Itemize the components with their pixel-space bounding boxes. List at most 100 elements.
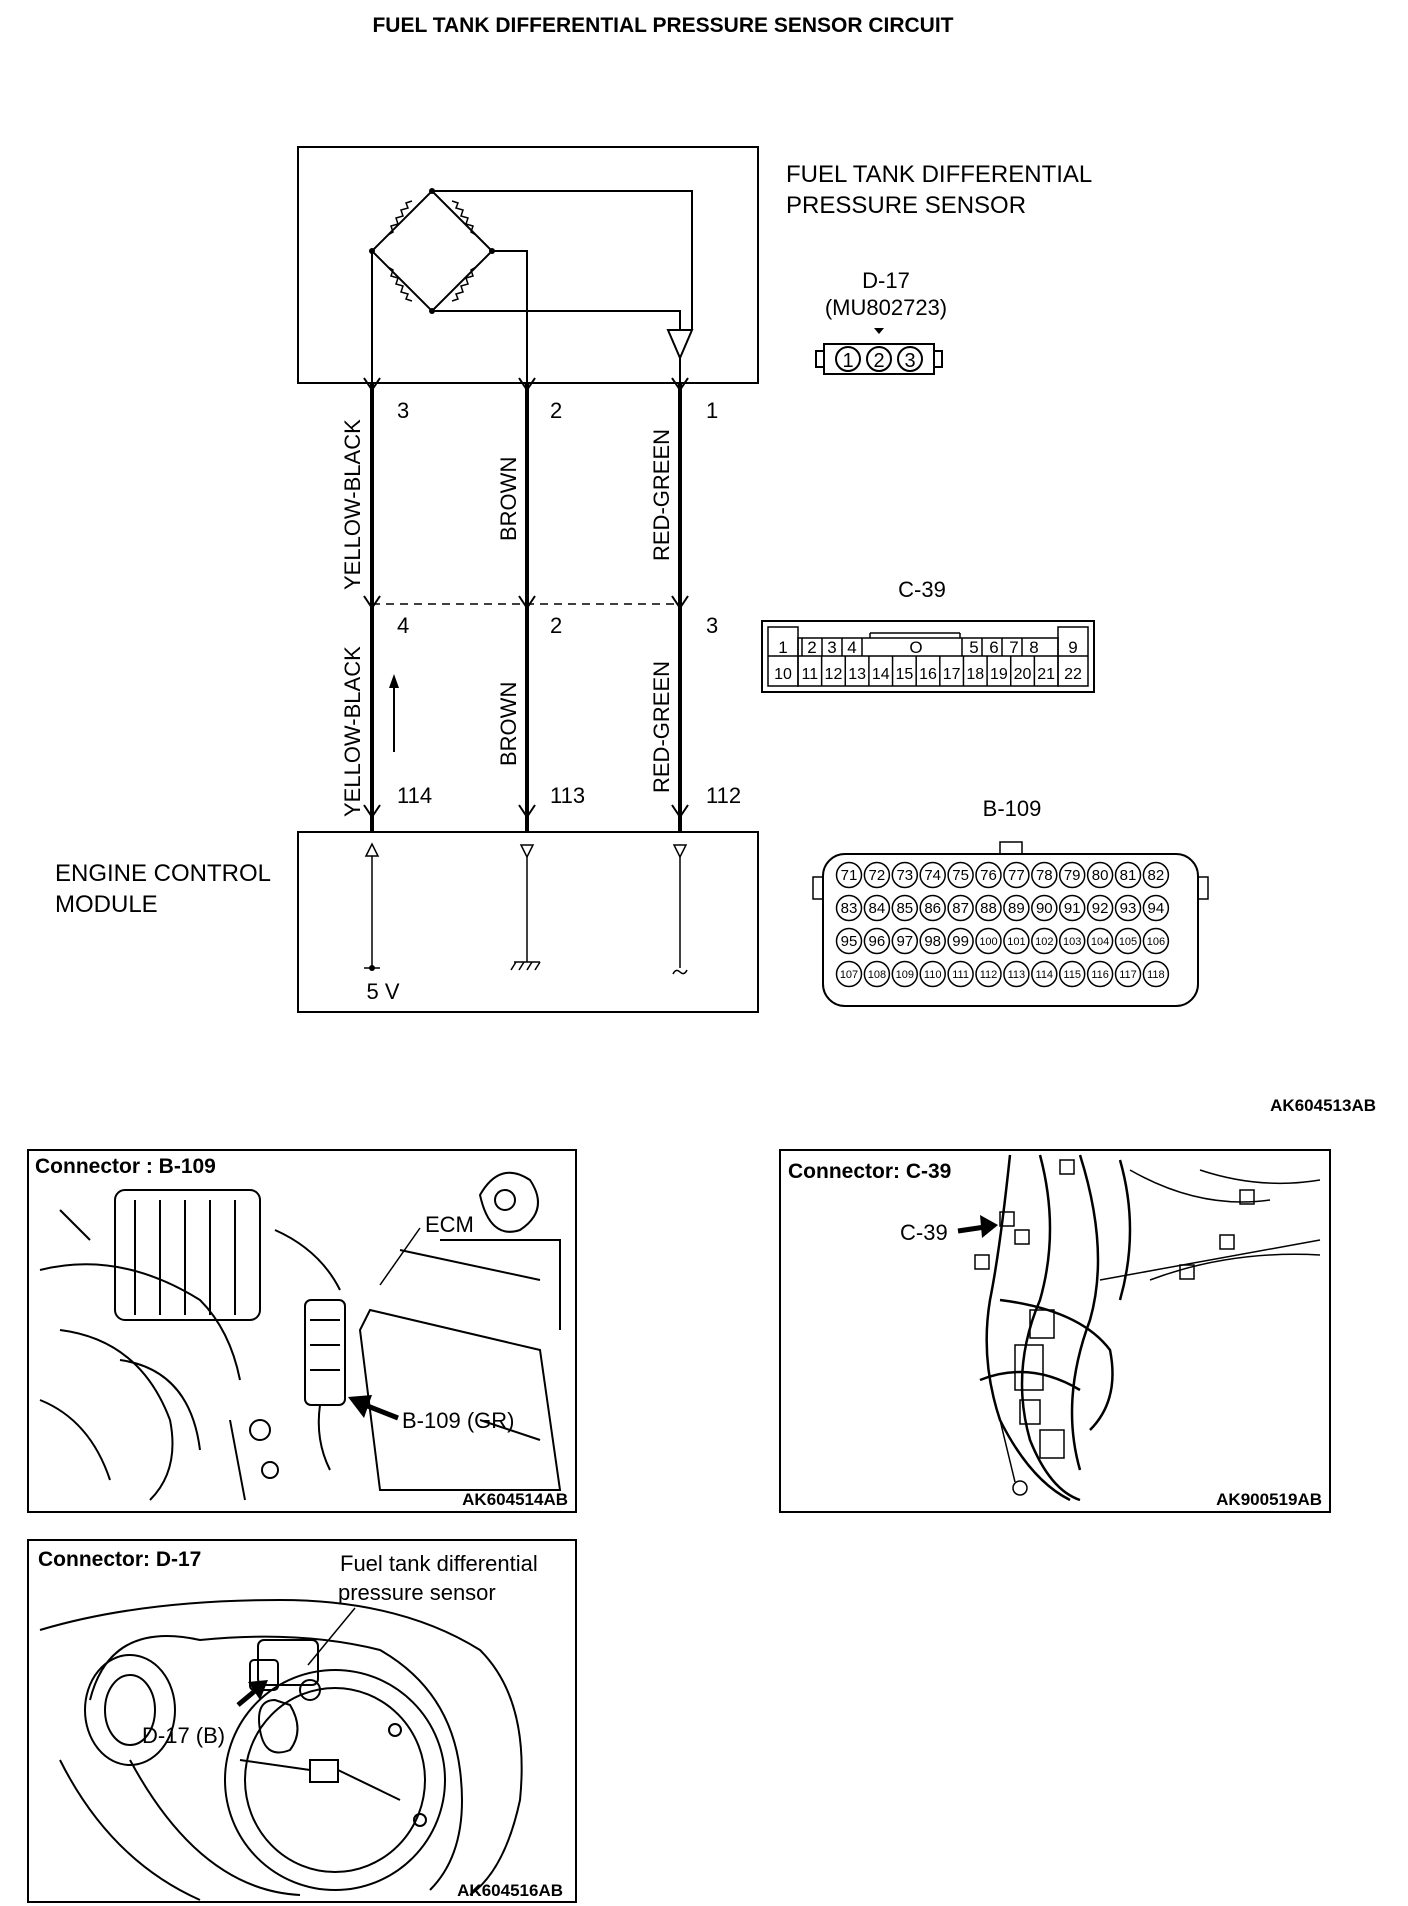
photo-d17-code: AK604516AB	[457, 1881, 563, 1900]
b109-pin-circle	[1003, 960, 1030, 988]
b109-pin-circle	[1086, 894, 1114, 922]
b109-pin-label-76: 76	[980, 867, 997, 884]
b109-pin-label-117: 117	[1119, 969, 1137, 981]
diagram-code: AK604513AB	[1270, 1096, 1376, 1115]
b109-pin-label-81: 81	[1120, 867, 1137, 884]
b109-pin-circle	[863, 894, 891, 922]
photo-panel-b109: Connector : B-109 ECM B-109 (GR) AK60451…	[27, 1149, 577, 1513]
photo-d17-heading: Connector: D-17	[38, 1548, 201, 1571]
b109-pin-circle	[1058, 960, 1086, 988]
d17-connector-id: D-17	[862, 268, 910, 293]
c39-pin-label-15: 15	[895, 666, 913, 683]
photo-b109-ecm-label: ECM	[425, 1212, 474, 1237]
wire-color-yellow-black-upper: YELLOW-BLACK	[340, 419, 365, 590]
b109-pin-circle	[1058, 861, 1086, 889]
b109-pin-circle	[947, 861, 974, 889]
b109-pin-label-91: 91	[1064, 900, 1081, 917]
b109-pin-label-96: 96	[869, 933, 886, 950]
c39-pin-4: 4	[397, 613, 409, 638]
b109-pin-circle	[1142, 894, 1170, 922]
b109-pin-label-83: 83	[841, 900, 858, 917]
b109-pin-label-93: 93	[1120, 900, 1137, 917]
photo-d17-callout-line2: pressure sensor	[338, 1580, 496, 1605]
c39-pin-label-8: 8	[1029, 638, 1038, 657]
b109-pin-label-102: 102	[1035, 936, 1053, 948]
c39-pin-label-19: 19	[990, 666, 1008, 683]
b109-pin-circle	[1142, 927, 1170, 955]
ecm-label-line2: MODULE	[55, 891, 158, 918]
b109-pin-label-112: 112	[980, 969, 998, 981]
b109-pin-label-95: 95	[841, 933, 858, 950]
b109-pin-label-99: 99	[952, 933, 969, 950]
b109-pin-circle	[1031, 960, 1058, 988]
b109-pin-circle	[1031, 894, 1058, 922]
engine-bay-illustration	[39, 1171, 562, 1501]
c39-pin-label-11: 11	[802, 666, 819, 683]
b109-pin-circle	[975, 894, 1002, 922]
c39-pin-label-14: 14	[872, 666, 890, 683]
photo-panel-c39: Connector: C-39 C-39 AK900519AB	[779, 1149, 1331, 1513]
ecm-pin-114: 114	[397, 783, 432, 808]
wire-brown	[518, 377, 536, 832]
wire-color-brown-upper: BROWN	[496, 457, 521, 541]
b109-label: B-109	[983, 796, 1042, 821]
photo-b109-heading: Connector : B-109	[35, 1155, 216, 1178]
d17-pin-3: 3	[904, 350, 915, 372]
b109-pin-label-106: 106	[1147, 936, 1165, 948]
c39-label: C-39	[898, 577, 946, 602]
diagram-title: FUEL TANK DIFFERENTIAL PRESSURE SENSOR C…	[372, 14, 953, 37]
c39-pin-label-1: 1	[778, 638, 787, 657]
b109-pin-label-100: 100	[979, 936, 997, 948]
photo-d17-callout-line1: Fuel tank differential	[340, 1551, 538, 1576]
wire-red-green	[671, 377, 689, 832]
b109-pin-circle	[1114, 894, 1142, 922]
c39-pin-label-10: 10	[774, 666, 792, 683]
b109-pin-label-104: 104	[1091, 936, 1109, 948]
b109-pin-circle	[1086, 960, 1114, 988]
b109-pin-label-110: 110	[924, 969, 942, 981]
b109-pin-circle	[863, 861, 891, 889]
b109-pin-label-89: 89	[1008, 900, 1025, 917]
sensor-pin-2: 2	[550, 398, 562, 423]
signal-direction-arrow	[389, 674, 399, 752]
c39-pin-label-5: 5	[969, 638, 978, 657]
c39-pin-label-9: 9	[1068, 638, 1077, 657]
wire-color-brown-lower: BROWN	[496, 682, 521, 766]
ecm-label-line1: ENGINE CONTROL	[55, 860, 271, 887]
b109-pin-circle	[975, 927, 1002, 955]
b109-pin-label-111: 111	[952, 969, 969, 981]
photo-c39-arrow-label: C-39	[900, 1220, 948, 1245]
wire-color-red-green-upper: RED-GREEN	[649, 429, 674, 561]
b109-pin-circle	[891, 960, 919, 988]
b109-pin-circle	[863, 960, 891, 988]
wiring-harness-illustration	[974, 1154, 1321, 1502]
b109-pin-circle	[919, 960, 946, 988]
b109-pin-label-116: 116	[1091, 969, 1109, 981]
b109-pin-label-108: 108	[868, 969, 886, 981]
b109-pin-label-82: 82	[1148, 867, 1165, 884]
ecm-pin-112: 112	[706, 783, 741, 808]
b109-pin-label-92: 92	[1092, 900, 1109, 917]
arrow-up-right-icon	[236, 1680, 268, 1707]
b109-pin-label-114: 114	[1036, 969, 1054, 981]
b109-pin-circle	[835, 894, 863, 922]
c39-pin-label-3: 3	[827, 638, 836, 657]
b109-pin-circle	[891, 927, 919, 955]
b109-pin-label-73: 73	[896, 867, 913, 884]
b109-pin-circle	[1142, 960, 1170, 988]
b109-pin-label-118: 118	[1147, 969, 1165, 981]
b109-pin-circle	[1142, 861, 1170, 889]
sensor-label-line1: FUEL TANK DIFFERENTIAL	[786, 161, 1092, 188]
b109-pin-circle	[1086, 861, 1114, 889]
b109-pin-label-109: 109	[896, 969, 914, 981]
b109-pin-circle	[1086, 927, 1114, 955]
b109-pin-circle	[919, 927, 946, 955]
wire-yellow-black	[363, 377, 381, 832]
sensor-box	[297, 146, 759, 384]
b109-pin-circle	[1003, 861, 1030, 889]
